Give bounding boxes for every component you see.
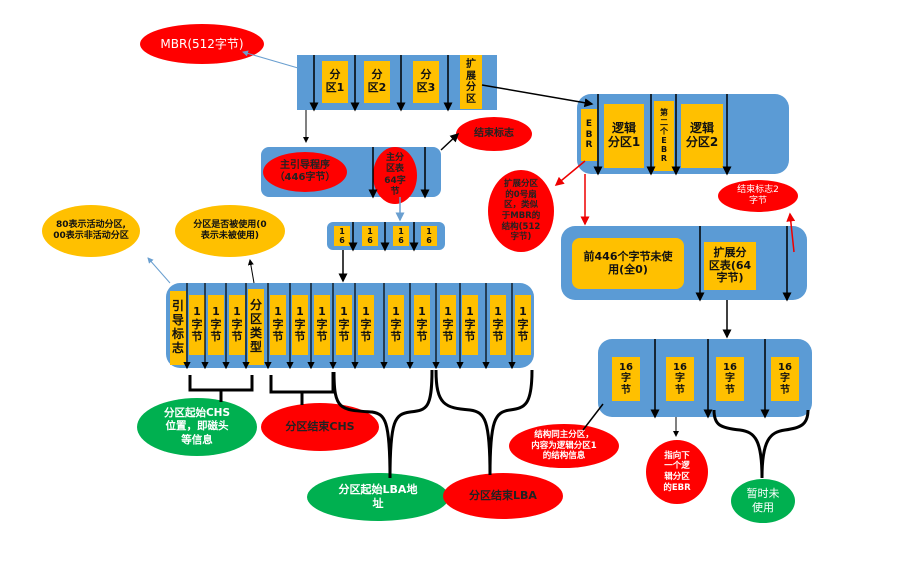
ebr-entry-3: 16 字 节 (716, 357, 744, 401)
used-flag-note: 分区是否被使用(0 表示未被使用) (175, 205, 285, 257)
boot-flag-cell: 引 导 标 志 (170, 291, 186, 365)
mbr-cell-partition3: 分 区3 (413, 61, 439, 103)
byte-cell: 1 字 节 (336, 295, 352, 355)
byte-cell: 1 字 节 (440, 295, 456, 355)
ebr-entry-4: 16 字 节 (771, 357, 799, 401)
mbr-cell-partition1: 分 区1 (322, 61, 348, 103)
unused-note: 暂时未 使用 (731, 479, 795, 523)
partition-type-cell: 分 区 类 型 (248, 289, 264, 365)
ebr-entry-1: 16 字 节 (612, 357, 640, 401)
byte-cell: 1 字 节 (189, 295, 205, 355)
end-flag2-ellipse: 结束标志2 字节 (718, 180, 798, 212)
ebr-entry-2: 16 字 节 (666, 357, 694, 401)
ebr-cell: E B R (581, 109, 597, 161)
start-lba-note: 分区起始LBA地 址 (307, 473, 449, 521)
byte-cell: 1 字 节 (270, 295, 286, 355)
first-entry-note: 结构同主分区， 内容为逻辑分区1 的结构信息 (509, 424, 619, 468)
mbr-label: MBR(512字节) (140, 24, 264, 64)
boot-code-ellipse: 主引导程序 （446字节） (263, 152, 347, 192)
byte-cell: 1 字 节 (462, 295, 478, 355)
next-ebr-note: 指向下 一个逻 辑分区 的EBR (646, 440, 708, 504)
byte-cell: 1 字 节 (388, 295, 404, 355)
byte-cell: 1 字 节 (490, 295, 506, 355)
end-flag-ellipse: 结束标志 (456, 117, 532, 151)
logical-partition-2: 逻辑 分区2 (681, 104, 723, 168)
partition-table-ellipse: 主分 区表 64字 节 (373, 147, 417, 204)
byte-cell: 1 字 节 (314, 295, 330, 355)
extended-partition-table: 扩展分 区表(64 字节) (704, 242, 756, 290)
pt-entry-3: 1 6 (393, 226, 409, 246)
unused-446-bytes: 前446个字节未使 用(全0) (572, 238, 684, 289)
byte-cell: 1 字 节 (358, 295, 374, 355)
logical-partition-1: 逻辑 分区1 (604, 104, 644, 168)
byte-cell: 1 字 节 (414, 295, 430, 355)
start-chs-note: 分区起始CHS 位置，即磁头 等信息 (137, 398, 257, 456)
end-chs-note: 分区结束CHS (261, 403, 379, 451)
mbr-cell-extended: 扩 展 分 区 (460, 55, 482, 109)
end-lba-note: 分区结束LBA (443, 473, 563, 519)
byte-cell: 1 字 节 (208, 295, 224, 355)
second-ebr-cell: 第 二 个 E B R (654, 101, 674, 171)
pt-entry-1: 1 6 (334, 226, 350, 246)
pt-entry-4: 1 6 (421, 226, 437, 246)
ebr-note: 扩展分区 的0号扇 区，类似 于MBR的 结构(512 字节) (488, 170, 554, 252)
mbr-cell-partition2: 分 区2 (364, 61, 390, 103)
byte-cell: 1 字 节 (229, 295, 245, 355)
byte-cell: 1 字 节 (515, 295, 531, 355)
pt-entry-2: 1 6 (362, 226, 378, 246)
byte-cell: 1 字 节 (292, 295, 308, 355)
active-flag-note: 80表示活动分区, 00表示非活动分区 (42, 205, 140, 257)
